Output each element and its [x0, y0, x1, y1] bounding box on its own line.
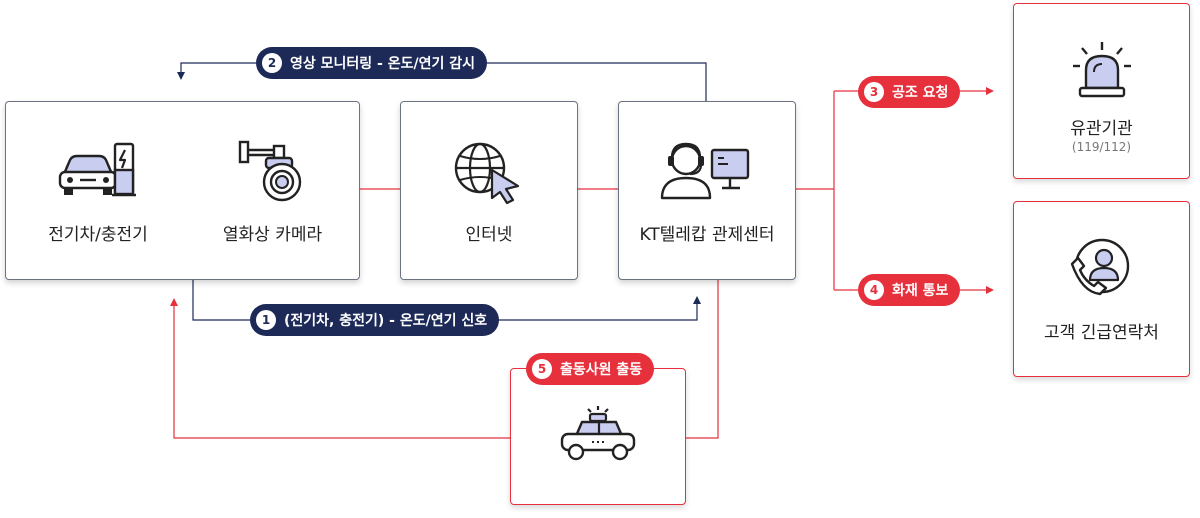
step-4-number: 4 [864, 280, 884, 300]
step-3-pill: 3 공조 요청 [858, 76, 961, 108]
arrow-step2 [177, 72, 185, 80]
thermal-camera-label: 열화상 카메라 [222, 225, 323, 245]
internet-label: 인터넷 [465, 225, 513, 245]
step-4-label: 화재 통보 [892, 283, 949, 299]
kt-center-label: KT텔레캅 관제센터 [639, 225, 775, 245]
step-1-label: (전기차, 충전기) - 온도/연기 신호 [284, 313, 488, 329]
cctv-camera-icon [236, 138, 306, 206]
phone-user-icon [1068, 236, 1132, 304]
step-5-number: 5 [532, 359, 552, 379]
connector-center-dispatch [686, 280, 719, 439]
operator-headset-icon [660, 140, 752, 204]
step-5-pill: 5 출동사원 출동 [526, 353, 655, 385]
agency-sub-label: (119/112) [1071, 140, 1132, 154]
step-1-pill: 1 (전기차, 충전기) - 온도/연기 신호 [250, 304, 500, 336]
step-3-label: 공조 요청 [892, 85, 949, 101]
ev-charger-label: 전기차/충전기 [48, 225, 148, 245]
step-5-label: 출동사원 출동 [560, 362, 643, 378]
globe-cursor-icon [452, 140, 524, 208]
step-3-number: 3 [864, 82, 884, 102]
charger-icon [112, 142, 136, 197]
customer-box [1013, 201, 1190, 377]
arrow-to-agency [986, 87, 994, 95]
ev-car-icon [58, 140, 138, 206]
step-2-label: 영상 모니터링 - 온도/연기 감시 [290, 56, 475, 72]
step-2-number: 2 [262, 53, 282, 73]
arrow-to-customer [986, 286, 994, 294]
arrow-dispatch-site [170, 298, 178, 306]
step-4-pill: 4 화재 통보 [858, 274, 961, 306]
customer-label: 고객 긴급연락처 [1044, 323, 1159, 343]
agency-label: 유관기관 [1070, 119, 1133, 139]
step-1-number: 1 [256, 310, 276, 330]
arrow-step1 [693, 296, 701, 304]
siren-icon [1070, 40, 1134, 104]
security-car-icon [558, 404, 638, 470]
step-2-pill: 2 영상 모니터링 - 온도/연기 감시 [256, 47, 487, 79]
connector-dispatch-site [173, 306, 510, 439]
